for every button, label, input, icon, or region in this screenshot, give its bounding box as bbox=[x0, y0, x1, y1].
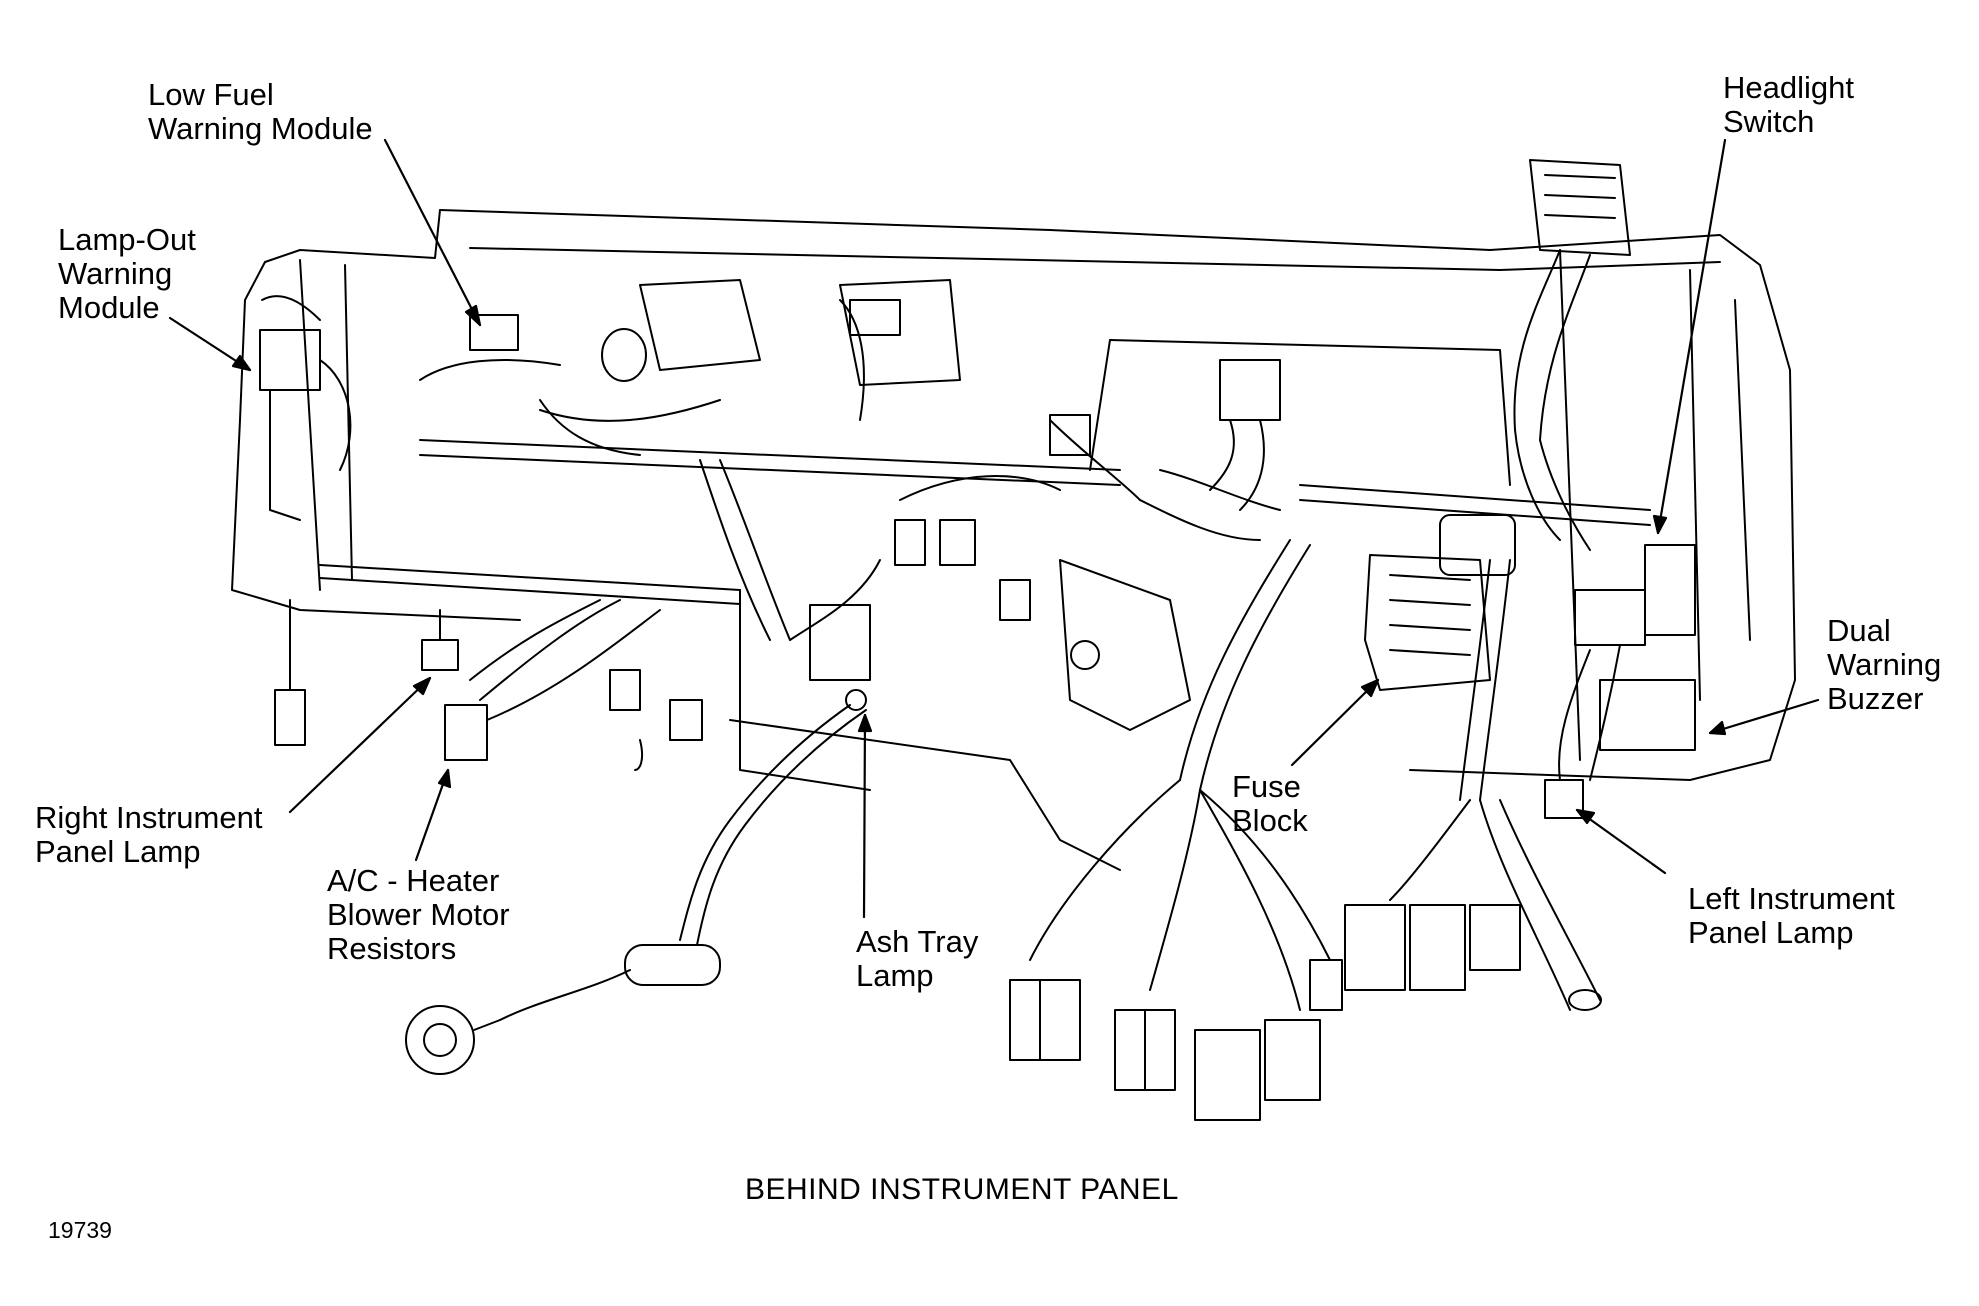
label-line: Blower Motor bbox=[327, 897, 510, 932]
label-line: Left Instrument bbox=[1688, 881, 1895, 916]
label-low-fuel-warning-module: Low Fuel Warning Module bbox=[148, 78, 373, 146]
dash-frame bbox=[232, 210, 1795, 870]
lamp-out-module-shape bbox=[260, 296, 350, 520]
leader-lines bbox=[170, 140, 1818, 917]
buzzer-shape bbox=[1545, 545, 1695, 818]
label-line: Lamp bbox=[856, 958, 934, 993]
label-line: A/C - Heater bbox=[327, 863, 500, 898]
right-lamp-connector-shape bbox=[275, 600, 487, 760]
label-right-instrument-panel-lamp: Right Instrument Panel Lamp bbox=[35, 801, 262, 869]
label-line: Resistors bbox=[327, 931, 457, 966]
figure-number: 19739 bbox=[48, 1217, 112, 1243]
label-line: Block bbox=[1232, 803, 1308, 838]
low-fuel-module-shape bbox=[420, 315, 720, 455]
label-left-instrument-panel-lamp: Left Instrument Panel Lamp bbox=[1688, 882, 1895, 950]
label-lamp-out-warning-module: Lamp-Out Warning Module bbox=[58, 223, 196, 325]
label-fuse-block: Fuse Block bbox=[1232, 770, 1308, 838]
ash-tray-cable-shape bbox=[406, 690, 866, 1074]
label-line: Warning Module bbox=[148, 111, 373, 146]
label-line: Right Instrument bbox=[35, 800, 263, 835]
label-blower-motor-resistors: A/C - Heater Blower Motor Resistors bbox=[327, 864, 510, 966]
label-line: Switch bbox=[1723, 104, 1815, 139]
figure-caption: BEHIND INSTRUMENT PANEL bbox=[745, 1173, 1179, 1206]
headlight-switch-shape bbox=[1514, 160, 1630, 550]
label-line: Panel Lamp bbox=[1688, 915, 1854, 950]
right-harness-shape bbox=[1345, 560, 1601, 1010]
label-line: Panel Lamp bbox=[35, 834, 201, 869]
label-line: Dual bbox=[1827, 613, 1891, 648]
label-line: Buzzer bbox=[1827, 681, 1924, 716]
label-line: Fuse bbox=[1232, 769, 1301, 804]
fuse-block-shape bbox=[1365, 515, 1515, 690]
blower-harness-shape bbox=[470, 600, 702, 770]
label-line: Module bbox=[58, 290, 160, 325]
label-line: Warning bbox=[1827, 647, 1942, 682]
label-line: Headlight bbox=[1723, 70, 1854, 105]
label-line: Warning bbox=[58, 256, 173, 291]
label-ash-tray-lamp: Ash Tray Lamp bbox=[856, 925, 978, 993]
lower-left-harness-shape bbox=[1010, 540, 1342, 1120]
label-line: Lamp-Out bbox=[58, 222, 196, 257]
label-line: Low Fuel bbox=[148, 77, 274, 112]
central-harness-shape bbox=[700, 300, 1280, 680]
label-headlight-switch: Headlight Switch bbox=[1723, 71, 1854, 139]
label-dual-warning-buzzer: Dual Warning Buzzer bbox=[1827, 614, 1941, 716]
label-line: Ash Tray bbox=[856, 924, 979, 959]
